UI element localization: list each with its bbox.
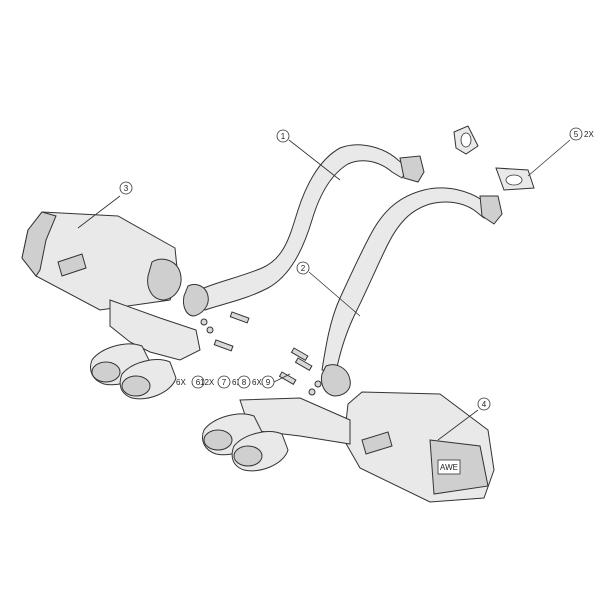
muffler-badge: AWE bbox=[437, 459, 461, 475]
hardware-set bbox=[200, 311, 322, 396]
muffler-left-3 bbox=[21, 211, 201, 400]
muffler-right-4 bbox=[202, 391, 495, 503]
hw-6-number: 6 bbox=[196, 378, 201, 387]
svg-text:3: 3 bbox=[124, 184, 129, 193]
callout-2: 2 bbox=[296, 261, 361, 317]
callout-5-qty: 2X bbox=[584, 130, 594, 139]
muffler-badge-text: AWE bbox=[440, 463, 458, 472]
hw-9-qty: 6X bbox=[252, 378, 262, 387]
svg-text:2: 2 bbox=[301, 264, 306, 273]
hw-7-qty: 12X bbox=[200, 378, 215, 387]
hw-8-number: 8 bbox=[242, 378, 247, 387]
hw-8-qty: 6X bbox=[232, 378, 242, 387]
callout-3: 3 bbox=[77, 181, 133, 229]
callout-1: 1 bbox=[276, 129, 341, 181]
connecting-pipe-2 bbox=[321, 187, 503, 397]
hw-9-number: 9 bbox=[266, 378, 271, 387]
hw-7-number: 7 bbox=[222, 378, 227, 387]
callout-5: 5 2X bbox=[527, 127, 594, 177]
hw-6-qty: 6X bbox=[176, 378, 186, 387]
gasket-5 bbox=[453, 125, 535, 191]
callout-4: 4 bbox=[437, 397, 491, 441]
connecting-pipe-1 bbox=[183, 144, 425, 317]
svg-text:5: 5 bbox=[574, 130, 579, 139]
svg-text:4: 4 bbox=[482, 400, 487, 409]
hardware-callout-row: 6X 6 12X 7 6X 8 6X 9 bbox=[176, 373, 291, 389]
svg-text:1: 1 bbox=[281, 132, 286, 141]
